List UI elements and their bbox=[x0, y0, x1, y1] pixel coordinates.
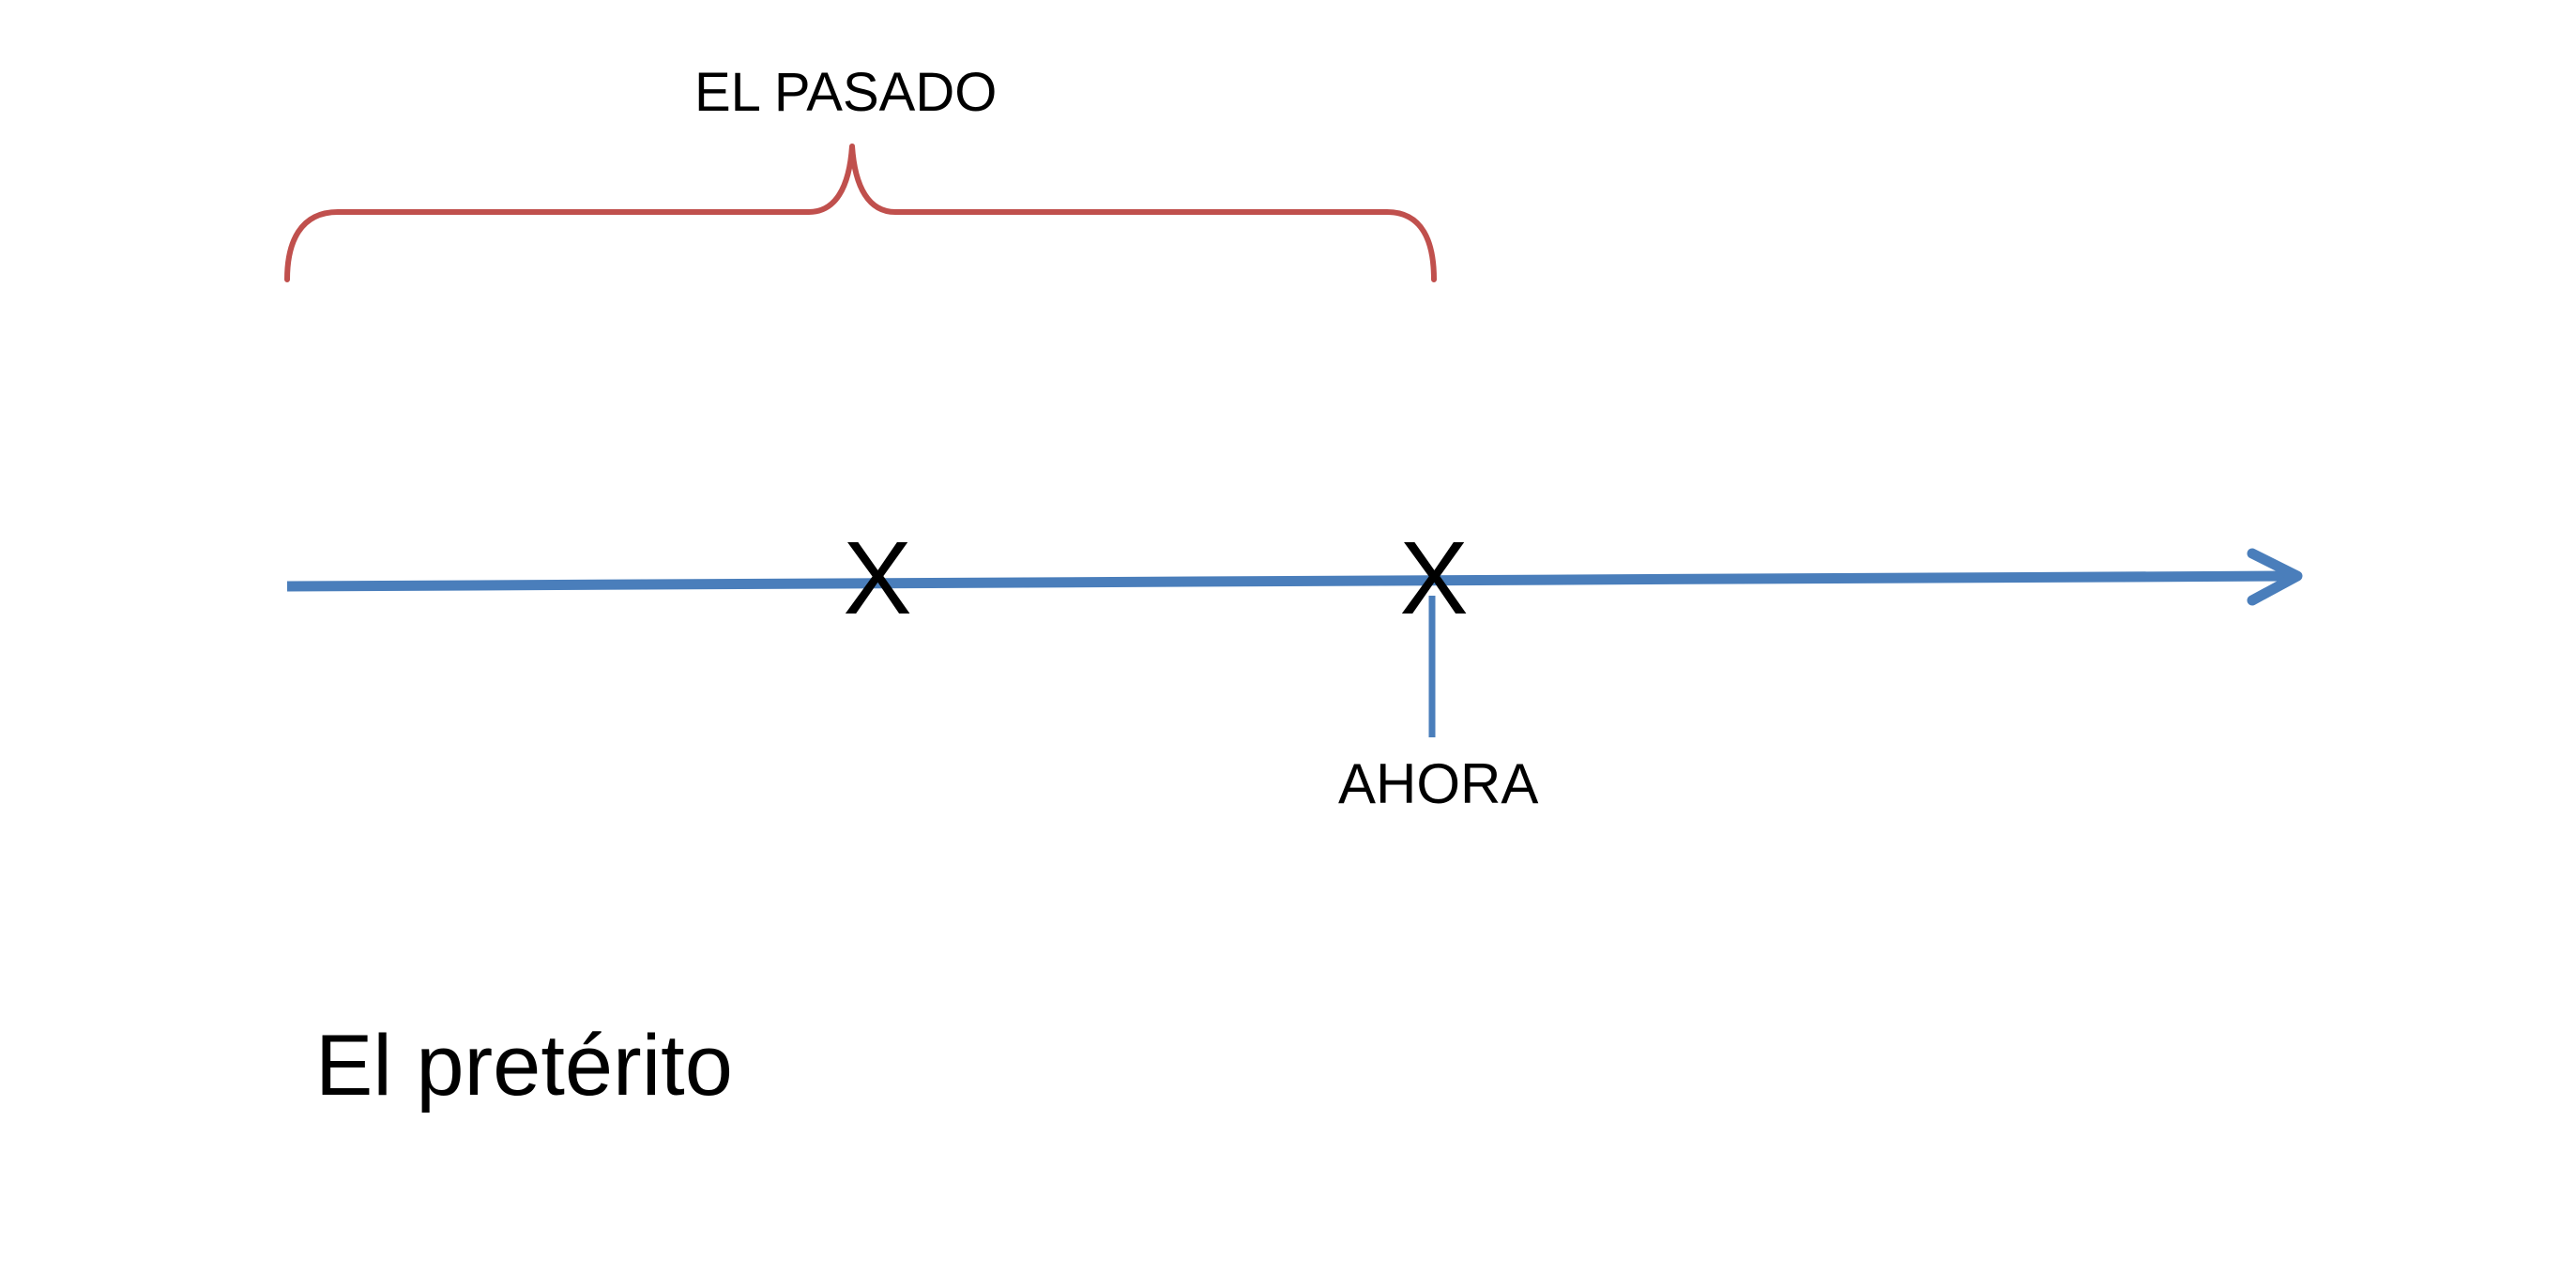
timeline-arrowhead bbox=[2247, 548, 2303, 606]
past-label: EL PASADO bbox=[694, 62, 998, 123]
past-event-mark: X bbox=[843, 521, 912, 636]
slide-title: El pretérito bbox=[315, 1018, 733, 1114]
timeline-line bbox=[286, 570, 2295, 592]
past-brace bbox=[284, 144, 1437, 282]
now-event-mark: X bbox=[1399, 521, 1469, 636]
now-label: AHORA bbox=[1338, 752, 1539, 815]
